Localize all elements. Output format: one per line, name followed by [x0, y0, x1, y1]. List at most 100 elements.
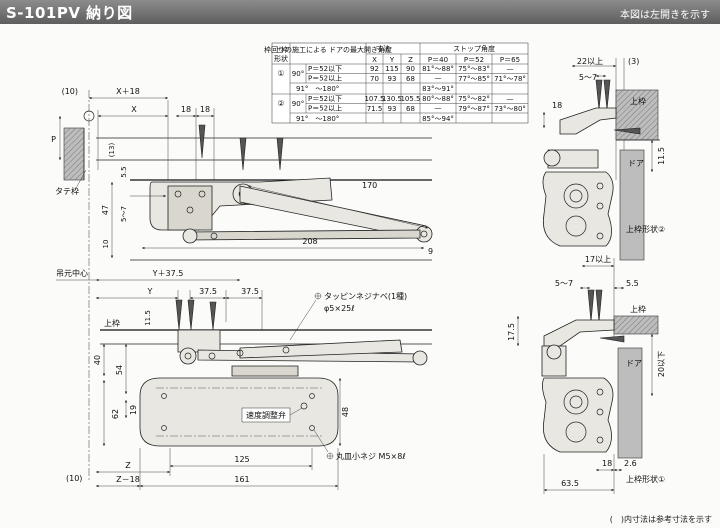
tapping-screw-label: タッピンネジナベ(1種) [324, 291, 407, 301]
svg-text:上枠: 上枠 [630, 96, 646, 106]
svg-text:40: 40 [93, 355, 102, 365]
svg-text:125: 125 [234, 455, 249, 464]
svg-text:93: 93 [388, 105, 397, 113]
screw-icon [175, 299, 217, 331]
mount-type-1-caption: 上枠形状① [626, 474, 665, 484]
svg-text:上枠: 上枠 [630, 304, 646, 314]
svg-text:X: X [131, 105, 137, 114]
svg-text:P＝52以上: P＝52以上 [308, 104, 342, 113]
table-row: 91° 〜180° 83°〜91° [296, 85, 454, 93]
svg-text:—: — [435, 105, 442, 113]
svg-text:91° 〜180°: 91° 〜180° [296, 85, 339, 93]
svg-text:90°: 90° [292, 70, 304, 78]
svg-text:5.5: 5.5 [120, 166, 128, 177]
svg-text:208: 208 [302, 237, 317, 246]
svg-text:105.5: 105.5 [400, 95, 420, 103]
mount-type-2-caption: 上枠形状② [626, 224, 665, 234]
svg-text:11.5: 11.5 [144, 310, 152, 326]
side-view-2: 22以上 (3) 5〜7 上枠 18 ドア 11.5 [542, 57, 666, 261]
svg-text:18: 18 [602, 459, 612, 468]
svg-text:62: 62 [111, 409, 120, 419]
svg-text:75°〜83°: 75°〜83° [458, 65, 490, 73]
hinge-center-label: 吊元中心 [56, 268, 88, 278]
svg-text:P＝52以下: P＝52以下 [308, 65, 342, 73]
svg-text:P＝52以上: P＝52以上 [308, 74, 342, 83]
svg-text:(10): (10) [62, 87, 78, 96]
svg-text:37.5: 37.5 [241, 287, 259, 296]
top-view: タテ枠 X＋18 X (10) 18 18 P (13) [51, 87, 433, 480]
svg-text:70: 70 [370, 75, 379, 83]
front-view: 吊元中心 Y＋37.5 Y 37.5 37.5 タッピンネジナベ(1種) φ5×… [56, 268, 432, 490]
svg-text:P: P [51, 135, 56, 144]
table-row: P＝52以上 71.5 93 68 — 79°〜87° 73°〜80° [308, 104, 526, 114]
svg-text:①: ① [277, 69, 284, 78]
svg-text:92: 92 [370, 65, 379, 73]
svg-text:73°〜80°: 73°〜80° [494, 105, 526, 113]
svg-text:115: 115 [385, 65, 398, 73]
svg-text:85°〜94°: 85°〜94° [422, 115, 454, 123]
svg-text:107.5: 107.5 [364, 95, 384, 103]
spec-table: 上枠 形状 枠回りの施工による ドアの最大開き角度 寸法 ストップ角度 X Y … [264, 42, 529, 124]
svg-text:83°〜91°: 83°〜91° [422, 85, 454, 93]
svg-text:161: 161 [234, 475, 249, 484]
svg-text:17以上: 17以上 [585, 255, 611, 264]
svg-text:ドア: ドア [626, 359, 642, 368]
svg-text:9: 9 [428, 247, 433, 256]
svg-text:47: 47 [101, 205, 110, 215]
svg-text:93: 93 [388, 75, 397, 83]
svg-text:5.5: 5.5 [626, 279, 639, 288]
svg-text:75°〜82°: 75°〜82° [458, 95, 490, 103]
svg-text:—: — [507, 95, 514, 103]
svg-text:63.5: 63.5 [561, 479, 579, 488]
svg-text:上枠: 上枠 [274, 45, 288, 54]
svg-text:(10): (10) [66, 474, 82, 483]
table-row: P＝52以上 70 93 68 — 77°〜85° 71°〜78° [308, 74, 526, 84]
svg-text:18: 18 [181, 105, 191, 114]
svg-text:18: 18 [552, 101, 562, 110]
svg-text:P＝52以下: P＝52以下 [308, 95, 342, 103]
svg-text:81°〜88°: 81°〜88° [422, 65, 454, 73]
footnote: ( )内寸法は参考寸法を示す [609, 515, 712, 524]
svg-text:P＝40: P＝40 [428, 56, 448, 64]
svg-text:X: X [372, 56, 377, 64]
page-title: S-101PV 納り図 [6, 4, 133, 22]
svg-text:5〜7: 5〜7 [120, 206, 128, 222]
table-head-condition: 枠回りの施工による ドアの最大開き角度 [264, 45, 392, 54]
svg-text:(13): (13) [108, 143, 116, 158]
table-head-stop: ストップ角度 [453, 44, 495, 53]
svg-text:Z: Z [408, 56, 413, 64]
svg-text:48: 48 [341, 407, 350, 417]
closer-body [139, 377, 339, 447]
svg-text:X＋18: X＋18 [116, 87, 140, 96]
svg-text:Z: Z [125, 461, 131, 470]
installation-drawing: 上枠 形状 枠回りの施工による ドアの最大開き角度 寸法 ストップ角度 X Y … [51, 42, 666, 494]
svg-text:P＝52: P＝52 [464, 56, 484, 64]
svg-text:91° 〜180°: 91° 〜180° [296, 115, 339, 123]
flat-head-screw-label: 丸皿小ネジ M5×8ℓ [336, 451, 406, 461]
svg-text:90: 90 [406, 65, 415, 73]
svg-text:68: 68 [406, 105, 415, 113]
svg-text:形状: 形状 [274, 54, 288, 63]
table-row: 91° 〜180° 85°〜94° [296, 115, 454, 123]
svg-text:5〜7: 5〜7 [555, 279, 573, 288]
svg-text:(3): (3) [628, 57, 639, 66]
svg-text:5〜7: 5〜7 [579, 73, 597, 82]
side-view-1: 17以上 5〜7 5.5 上枠 17.5 ドア 20以下 [507, 255, 666, 494]
svg-text:—: — [435, 75, 442, 83]
svg-text:Y＋37.5: Y＋37.5 [152, 269, 184, 278]
svg-text:ドア: ドア [628, 159, 644, 168]
svg-text:170: 170 [362, 181, 377, 190]
screw-icon [198, 124, 284, 171]
svg-text:90°: 90° [292, 100, 304, 108]
svg-text:71.5: 71.5 [367, 105, 383, 113]
svg-text:19: 19 [129, 405, 138, 415]
svg-text:2.6: 2.6 [624, 459, 637, 468]
svg-text:54: 54 [115, 365, 124, 375]
svg-text:Y: Y [147, 287, 153, 296]
title-bar: S-101PV 納り図 本図は左開きを示す [0, 0, 720, 24]
svg-text:130.5: 130.5 [382, 95, 402, 103]
svg-text:71°〜78°: 71°〜78° [494, 75, 526, 83]
svg-text:11.5: 11.5 [657, 147, 666, 165]
svg-text:20以下: 20以下 [657, 351, 666, 377]
